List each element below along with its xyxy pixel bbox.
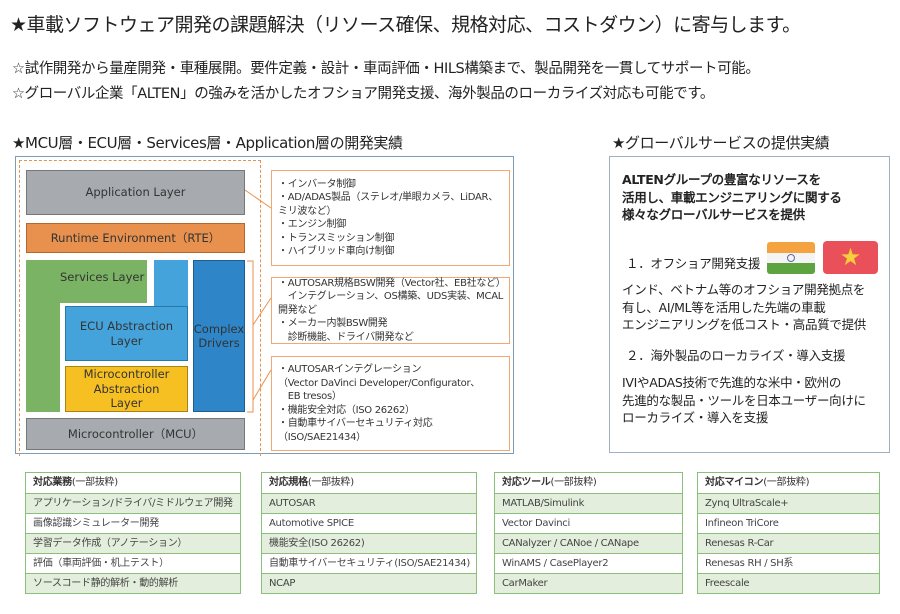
page-title: ★車載ソフトウェア開発の課題解決（リソース確保、規格対応、コストダウン）に寄与し…: [10, 14, 801, 36]
table-row: Vector Davinci: [495, 513, 682, 533]
table-row: 画像認識シミュレーター開発: [26, 513, 240, 533]
global-intro: ALTENグループの豊富なリソースを 活用し、車載エンジニアリングに関する 様々…: [622, 171, 877, 224]
application-layer-label: Application Layer: [85, 185, 186, 200]
table-note: (一部抜粋): [71, 477, 118, 488]
table-row: 自動車サイバーセキュリティ(ISO/SAE21434): [262, 553, 476, 573]
microcontrollers-table: 対応マイコン(一部抜粋) Zynq UltraScale+ Infineon T…: [697, 472, 880, 594]
localize-text: IVIやADAS技術で先進的な米中・欧州の 先進的な製品・ツールを日本ユーザー向…: [622, 374, 866, 427]
left-section-heading: ★MCU層・ECU層・Services層・Application層の開発実績: [12, 134, 403, 152]
india-flag-icon: [767, 242, 815, 274]
table-title: 対応業務: [33, 477, 72, 488]
experience-item: インテグレーション、OS構築、UDS実装、MCAL開発など: [278, 291, 504, 316]
experience-item: ・トランスミッション制御: [278, 232, 395, 244]
table-row: Infineon TriCore: [698, 513, 879, 533]
connector-lines: [245, 189, 272, 413]
table-note: (一部抜粋): [307, 477, 354, 488]
complex-drivers: Complex Drivers: [193, 260, 245, 412]
table-header: 対応規格(一部抜粋): [262, 473, 476, 493]
table-header: 対応業務(一部抜粋): [26, 473, 240, 493]
offshore-heading: １．オフショア開発支援: [626, 256, 761, 271]
ecu-layer-label: ECU Abstraction Layer: [79, 319, 174, 348]
table-row: 学習データ作成（アノテーション）: [26, 533, 240, 553]
mcu-layer-label: Microcontroller（MCU）: [67, 426, 204, 441]
feature-line-1: ☆試作開発から量産開発・車種展開。要件定義・設計・車両評価・HILS構築まで、製…: [12, 61, 760, 77]
table-row: Automotive SPICE: [262, 513, 476, 533]
services-layer: [26, 260, 147, 303]
services-layer-column: [26, 300, 60, 412]
text-line: 有し、AI/ML等を活用した先端の車載: [622, 299, 826, 315]
intro-line: ALTENグループの豊富なリソースを: [622, 172, 821, 187]
table-row: Renesas RH / SH系: [698, 553, 879, 573]
experience-item: ・メーカー内製BSW開発: [278, 318, 388, 330]
table-row: アプリケーション/ドライバ/ミドルウェア開発: [26, 493, 240, 513]
intro-line: 活用し、車載エンジニアリングに関する: [622, 189, 842, 205]
offshore-text: インド、ベトナム等のオフショア開発拠点を 有し、AI/ML等を活用した先端の車載…: [622, 281, 866, 334]
text-line: 先進的な製品・ツールを日本ユーザー向けに: [622, 392, 866, 408]
table-title: 対応ツール: [502, 477, 551, 488]
application-experience-box: ・インバータ制御 ・AD/ADAS製品（ステレオ/単眼カメラ、LiDAR、ミリ波…: [271, 170, 510, 266]
rte-layer: Runtime Environment（RTE）: [26, 223, 245, 253]
services-table: 対応業務(一部抜粋) アプリケーション/ドライバ/ミドルウェア開発 画像認識シミ…: [25, 472, 241, 594]
vietnam-flag-icon: ★: [823, 241, 878, 274]
application-layer: Application Layer: [26, 170, 245, 215]
table-note: (一部抜粋): [550, 477, 597, 488]
right-section-heading: ★グローバルサービスの提供実績: [612, 134, 830, 152]
tools-table: 対応ツール(一部抜粋) MATLAB/Simulink Vector Davin…: [494, 472, 683, 594]
table-title: 対応マイコン: [705, 477, 764, 488]
experience-item: ・自動車サイバーセキュリティ対応（ISO/SAE21434）: [278, 418, 433, 443]
dashed-frame: [19, 160, 261, 456]
experience-item: ・AUTOSAR規格BSW開発（Vector社、EB社など）: [278, 277, 506, 289]
table-row: NCAP: [262, 573, 476, 593]
table-row: Freescale: [698, 573, 879, 593]
mcal-layer: Microcontroller Abstraction Layer: [65, 366, 188, 412]
table-row: WinAMS / CasePlayer2: [495, 553, 682, 573]
intro-line: 様々なグローバルサービスを提供: [622, 207, 805, 222]
text-line: インド、ベトナム等のオフショア開発拠点を: [622, 282, 866, 297]
table-row: 機能安全(ISO 26262): [262, 533, 476, 553]
bsw-experience-box: ・AUTOSAR規格BSW開発（Vector社、EB社など） インテグレーション…: [271, 277, 510, 344]
experience-item: ・AUTOSARインテグレーション: [278, 364, 422, 375]
table-row: AUTOSAR: [262, 493, 476, 513]
experience-item: 診断機能、ドライバ開発など: [278, 331, 414, 343]
table-row: ソースコード静的解析・動的解析: [26, 573, 240, 593]
experience-item: ・機能安全対応（ISO 26262）: [278, 404, 415, 416]
table-row: CANalyzer / CANoe / CANape: [495, 533, 682, 553]
mcal-layer-label: Microcontroller Abstraction Layer: [83, 367, 170, 411]
experience-item: ・エンジン制御: [278, 219, 346, 230]
integration-experience-box: ・AUTOSARインテグレーション （Vector DaVinci Develo…: [271, 356, 510, 451]
global-services-box: ALTENグループの豊富なリソースを 活用し、車載エンジニアリングに関する 様々…: [609, 156, 890, 453]
services-layer-label: Services Layer: [60, 270, 145, 284]
table-note: (一部抜粋): [763, 477, 810, 488]
experience-item: EB tresos）: [278, 391, 342, 402]
ecu-layer-top: [154, 260, 188, 308]
ecu-abstraction-layer: ECU Abstraction Layer: [65, 306, 188, 361]
text-line: ローカライズ・導入を支援: [622, 410, 769, 425]
experience-item: （Vector DaVinci Developer/Configurator、: [278, 377, 480, 389]
text-line: エンジニアリングを低コスト・高品質で提供: [622, 317, 867, 332]
table-row: CarMaker: [495, 573, 682, 593]
mcu-layer: Microcontroller（MCU）: [26, 418, 245, 450]
experience-item: ・AD/ADAS製品（ステレオ/単眼カメラ、LiDAR、ミリ波など）: [278, 192, 498, 217]
experience-item: ・インバータ制御: [278, 178, 356, 190]
table-header: 対応マイコン(一部抜粋): [698, 473, 879, 493]
text-line: IVIやADAS技術で先進的な米中・欧州の: [622, 375, 842, 390]
localize-heading: ２．海外製品のローカライズ・導入支援: [626, 348, 846, 363]
feature-line-2: ☆グローバル企業「ALTEN」の強みを活かしたオフショア開発支援、海外製品のロー…: [12, 86, 715, 102]
rte-layer-label: Runtime Environment（RTE）: [50, 230, 221, 245]
table-header: 対応ツール(一部抜粋): [495, 473, 682, 493]
table-row: 評価（車両評価・机上テスト）: [26, 553, 240, 573]
table-row: Renesas R-Car: [698, 533, 879, 553]
experience-item: ・ハイブリッド車向け制御: [278, 246, 395, 257]
complex-drivers-label: Complex Drivers: [193, 321, 245, 350]
autosar-diagram-frame: [15, 156, 514, 454]
standards-table: 対応規格(一部抜粋) AUTOSAR Automotive SPICE 機能安全…: [261, 472, 477, 594]
table-row: MATLAB/Simulink: [495, 493, 682, 513]
table-title: 対応規格: [269, 477, 308, 488]
table-row: Zynq UltraScale+: [698, 493, 879, 513]
